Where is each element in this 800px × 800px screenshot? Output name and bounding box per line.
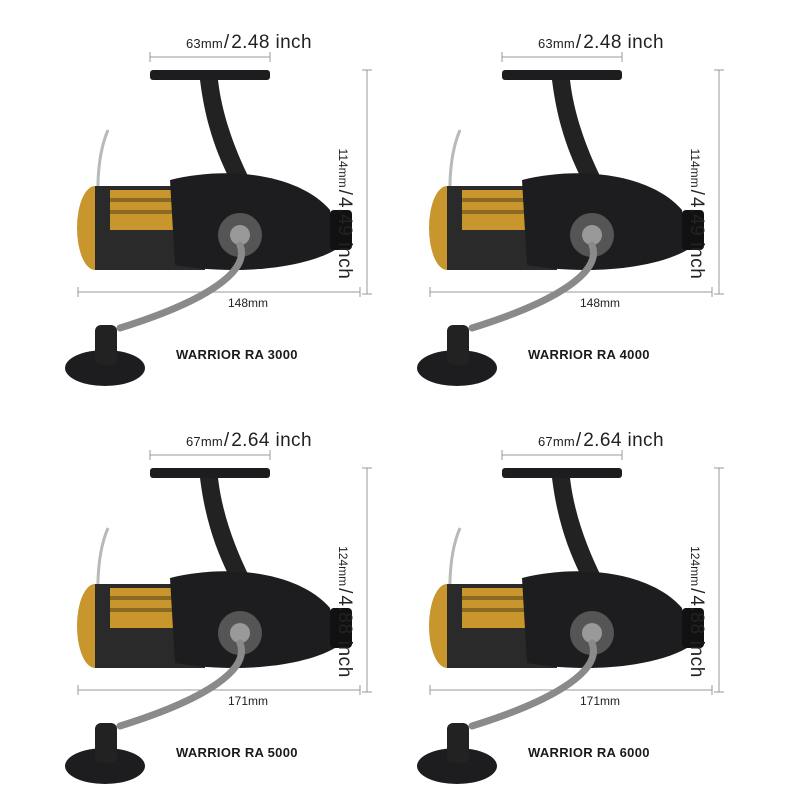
dimension-separator: /: [575, 430, 582, 451]
top-dimension-inch: 2.48 inch: [583, 32, 664, 53]
side-dimension-inch: 4.88 inch: [686, 595, 707, 678]
side-dimension-mm: 124mm: [336, 546, 350, 587]
bottom-dimension-mm: 148mm: [580, 296, 621, 310]
model-name: WARRIOR RA 4000: [528, 347, 650, 362]
dimension-separator: /: [575, 32, 582, 53]
side-dimension-inch: 4.49 inch: [686, 196, 707, 280]
dimension-separator: /: [686, 189, 707, 195]
spinning-reel-icon: [417, 450, 724, 784]
top-dimension: 67mm/2.64 inch: [186, 430, 312, 452]
top-dimension-mm: 67mm: [538, 434, 575, 449]
spinning-reel-icon: [65, 52, 372, 386]
side-dimension: 114mm/4.49 inch: [685, 149, 707, 280]
model-name: WARRIOR RA 5000: [176, 745, 298, 760]
top-dimension-inch: 2.48 inch: [231, 32, 312, 53]
bottom-dimension-mm: 171mm: [228, 694, 269, 708]
spinning-reel-icon: [417, 52, 724, 386]
reel-panel-4: 67mm/2.64 inch 124mm/4.88 inch 171mm WAR…: [352, 398, 752, 798]
model-name: WARRIOR RA 3000: [176, 347, 298, 362]
top-dimension-inch: 2.64 inch: [231, 430, 312, 451]
dimension-separator: /: [686, 588, 707, 594]
side-dimension: 124mm/4.88 inch: [685, 546, 707, 678]
side-dimension-mm: 114mm: [336, 148, 350, 188]
dimension-separator: /: [223, 32, 230, 53]
dimension-separator: /: [223, 430, 230, 451]
side-dimension-mm: 124mm: [688, 546, 702, 587]
spinning-reel-icon: [65, 450, 372, 784]
side-dimension-mm: 114mm: [688, 148, 702, 188]
bottom-dimension-mm: 148mm: [228, 296, 269, 310]
reel-panel-1: 63mm/2.48 inch 114mm/4.49 inch 148mm WAR…: [0, 0, 400, 400]
top-dimension: 67mm/2.64 inch: [538, 430, 664, 452]
model-name: WARRIOR RA 6000: [528, 745, 650, 760]
reel-panel-2: 63mm/2.48 inch 114mm/4.49 inch 148mm WAR…: [352, 0, 752, 400]
top-dimension: 63mm/2.48 inch: [186, 32, 312, 54]
bottom-dimension-mm: 171mm: [580, 694, 621, 708]
top-dimension: 63mm/2.48 inch: [538, 32, 664, 54]
top-dimension-inch: 2.64 inch: [583, 430, 664, 451]
top-dimension-mm: 63mm: [186, 36, 223, 51]
top-dimension-mm: 67mm: [186, 434, 223, 449]
top-dimension-mm: 63mm: [538, 36, 575, 51]
reel-panel-3: 67mm/2.64 inch 124mm/4.88 inch 171mm WAR…: [0, 398, 400, 798]
